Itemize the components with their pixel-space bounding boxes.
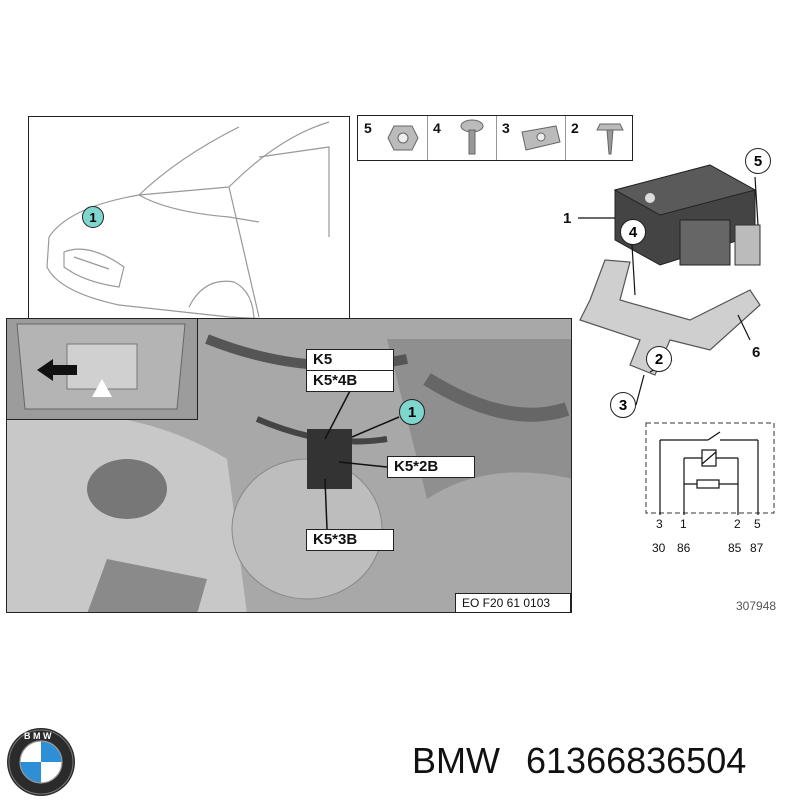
hardware-number: 3 <box>502 120 510 136</box>
hardware-cell-nut: 5 <box>358 116 428 160</box>
schematic-pin-2: 2 <box>734 517 741 531</box>
relay-callout-4: 4 <box>620 219 646 245</box>
label-k5-2b: K5*2B <box>387 456 475 478</box>
car-outline-illustration <box>46 121 330 323</box>
bmw-logo-icon: B M W <box>7 728 75 796</box>
engine-inset-illustration <box>7 319 195 417</box>
relay-schematic <box>645 422 775 515</box>
hardware-cell-bolt: 2 <box>565 116 634 160</box>
relay-callout-3: 3 <box>610 392 636 418</box>
screw-icon <box>460 119 484 155</box>
relay-part-label-6: 6 <box>752 344 761 361</box>
hardware-cell-screw: 4 <box>427 116 497 160</box>
engine-inset <box>7 319 198 420</box>
clip-nut-icon <box>521 125 561 151</box>
hardware-cell-clip: 3 <box>496 116 566 160</box>
label-k5: K5 <box>306 349 394 371</box>
car-view-panel: 1 <box>28 116 350 328</box>
part-number: 61366836504 <box>526 740 747 781</box>
engine-leader-lines <box>324 386 400 530</box>
bolt-icon <box>596 123 624 155</box>
figure-code: EO F20 61 0103 <box>455 593 571 612</box>
relay-callout-2: 2 <box>646 346 672 372</box>
drawing-number: 307948 <box>736 599 777 613</box>
schematic-terminal-87: 87 <box>750 541 764 555</box>
relay-callout-5: 5 <box>745 148 771 174</box>
relay-illustration <box>578 164 761 406</box>
schematic-pin-3: 3 <box>656 517 663 531</box>
schematic-terminal-30: 30 <box>652 541 666 555</box>
relay-part-label-1: 1 <box>563 210 572 227</box>
engine-callout-1: 1 <box>399 399 425 425</box>
label-k5-3b: K5*3B <box>306 529 394 551</box>
brand-label: BMW <box>412 740 500 781</box>
schematic-pin-5: 5 <box>754 517 761 531</box>
label-k5-4b: K5*4B <box>306 370 394 392</box>
engine-bay-panel: K5 K5*4B K5*2B K5*3B 1 EO F20 61 0103 <box>6 318 572 613</box>
hardware-number: 5 <box>364 120 372 136</box>
engine-bay-photo <box>7 319 571 612</box>
arrow-left-icon <box>37 359 77 381</box>
schematic-pin-1: 1 <box>680 517 687 531</box>
schematic-terminal-85: 85 <box>728 541 742 555</box>
hardware-number: 2 <box>571 120 579 136</box>
schematic-terminal-86: 86 <box>677 541 691 555</box>
hardware-strip: 5 4 3 2 <box>357 115 633 161</box>
svg-text:B M W: B M W <box>24 731 52 741</box>
hardware-number: 4 <box>433 120 441 136</box>
car-callout-1: 1 <box>82 206 104 228</box>
nut-icon <box>387 125 419 151</box>
